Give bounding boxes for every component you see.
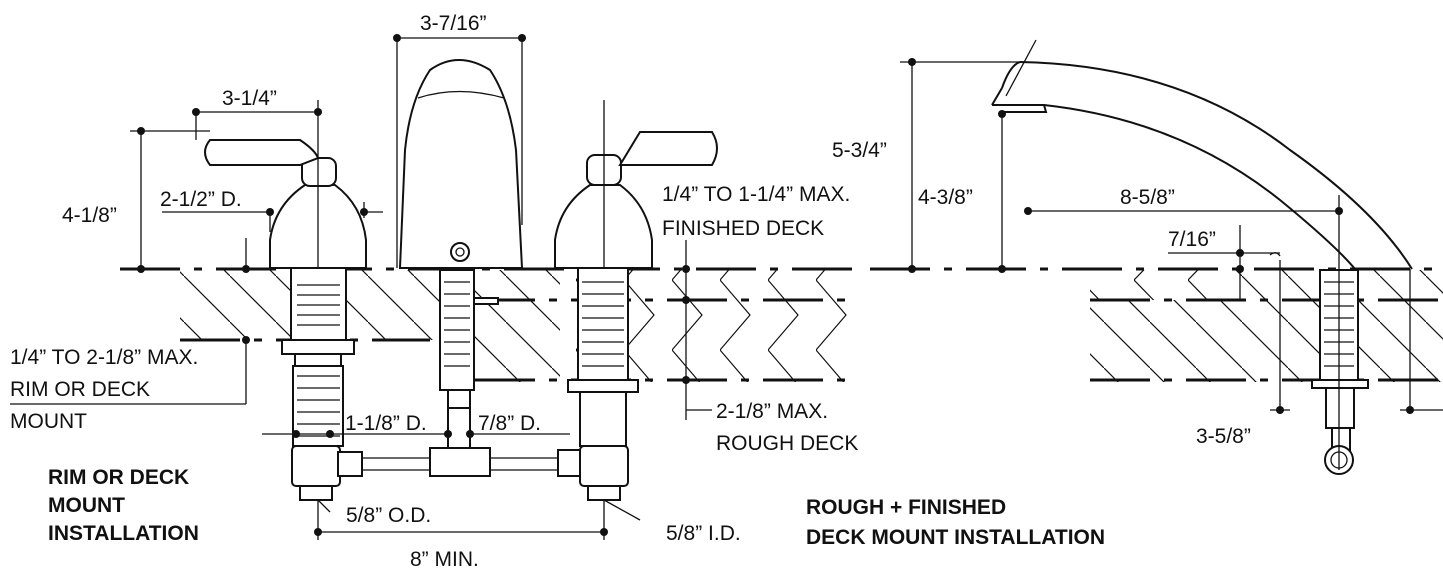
spout-reach-label: 8-5/8”: [1120, 186, 1175, 209]
spout-offset-label: 7/16”: [1168, 228, 1216, 251]
base-diameter-label: 2-1/2” D.: [160, 188, 242, 211]
rim-title-line-2: MOUNT: [48, 494, 125, 517]
handle-height-label: 4-1/8”: [62, 204, 117, 227]
rim-title-line-3: INSTALLATION: [48, 522, 199, 545]
spout-width-label: 3-7/16”: [420, 12, 487, 35]
rough-deck-label-2: ROUGH DECK: [716, 432, 858, 455]
spout-height-label: 5-3/4”: [832, 139, 887, 162]
side-view-dimensions: [900, 58, 1443, 414]
left-handle-valve: [204, 100, 367, 501]
handle-length-label: 3-1/4”: [222, 87, 277, 110]
spout-outlet-height-label: 4-3/8”: [918, 186, 973, 209]
spout-hole-diameter-label: 7/8” D.: [478, 412, 541, 435]
rough-deck-label-1: 2-1/8” MAX.: [716, 400, 828, 423]
rough-title-line-1: ROUGH + FINISHED: [806, 496, 1006, 519]
finished-deck-label-1: 1/4” TO 1-1/4” MAX.: [662, 183, 850, 206]
deck-section: [120, 267, 860, 390]
outside-diameter-label: 5/8” O.D.: [346, 504, 431, 527]
left-dimension-lines: [10, 34, 712, 540]
side-view-deck: [870, 267, 1443, 382]
shank-offset-label: 3-5/8”: [1196, 425, 1251, 448]
center-spout: [398, 59, 524, 477]
supply-lines: [362, 457, 558, 471]
side-view-spout: [991, 39, 1413, 475]
finished-deck-label-2: FINISHED DECK: [662, 217, 824, 240]
valve-hole-diameter-label: 1-1/8” D.: [345, 412, 427, 435]
inside-diameter-label: 5/8” I.D.: [666, 522, 741, 545]
rim-deck-range-label-2: RIM OR DECK: [10, 378, 150, 401]
rim-deck-range-label-3: MOUNT: [10, 410, 87, 433]
rough-title-line-2: DECK MOUNT INSTALLATION: [806, 526, 1105, 549]
right-handle-valve: [554, 100, 718, 501]
rim-title-line-1: RIM OR DECK: [48, 466, 189, 489]
min-spread-label: 8” MIN.: [410, 548, 479, 571]
rim-deck-range-label-1: 1/4” TO 2-1/8” MAX.: [10, 346, 198, 369]
